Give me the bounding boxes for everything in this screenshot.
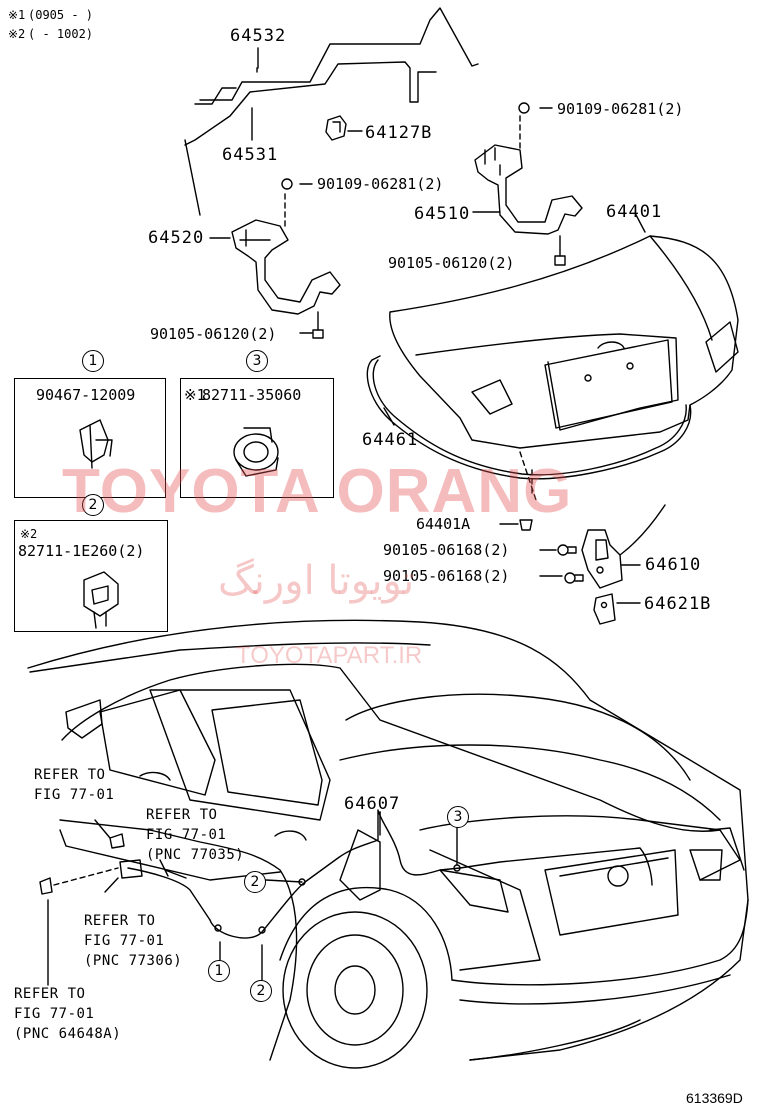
reference-3-line1: REFER TO <box>84 913 156 929</box>
note1-range: (0905 - ) <box>28 8 94 22</box>
harness-callout-3: 3 <box>447 806 469 828</box>
box3-mark: ※1 <box>184 386 206 404</box>
harness-callout-1: 1 <box>208 960 230 982</box>
reference-2-line3: (PNC 77035) <box>146 847 245 863</box>
note2-range: ( - 1002) <box>28 27 94 41</box>
reference-4-line2: FIG 77-01 <box>14 1006 95 1022</box>
box2-clamp-art <box>83 571 119 629</box>
label-90109-06281-upper: 90109-06281(2) <box>557 100 684 118</box>
box2-part-number: 82711-1E260(2) <box>18 542 145 560</box>
note2-mark: ※2 <box>8 27 26 41</box>
harness-callout-2b: 2 <box>250 980 272 1002</box>
box3-inset <box>180 378 334 498</box>
label-64401A: 64401A <box>416 515 471 533</box>
reference-1-line1: REFER TO <box>34 767 106 783</box>
watermark-brand: TOYOTA ORANG <box>62 457 573 526</box>
label-64520: 64520 <box>148 228 205 248</box>
box1-part-number: 90467-12009 <box>36 386 136 404</box>
reference-3: REFER TO FIG 77-01 (PNC 77306) <box>84 911 182 971</box>
box1-callout: 1 <box>82 350 104 372</box>
clip-64127B <box>325 115 363 141</box>
weatherstrip-64461 <box>366 355 692 480</box>
reference-4-line1: REFER TO <box>14 986 86 1002</box>
hinge-64510 <box>472 102 583 266</box>
label-64531: 64531 <box>222 145 279 165</box>
note1-mark: ※1 <box>8 8 26 22</box>
label-64607: 64607 <box>344 794 401 814</box>
reference-1-line2: FIG 77-01 <box>34 787 115 803</box>
trunk-lock-group <box>499 504 666 625</box>
label-64127B: 64127B <box>365 123 433 143</box>
label-64461: 64461 <box>362 430 419 450</box>
figure-id: 613369D <box>686 1090 743 1106</box>
box2-mark: ※2 <box>20 527 38 541</box>
label-64610: 64610 <box>645 555 702 575</box>
reference-4: REFER TO FIG 77-01 (PNC 64648A) <box>14 984 121 1044</box>
box3-callout: 3 <box>246 350 268 372</box>
torsion-bar-64531 <box>184 61 437 146</box>
box3-clamp-art <box>233 427 279 477</box>
label-64510: 64510 <box>414 204 471 224</box>
label-90109-06281-lower: 90109-06281(2) <box>317 175 444 193</box>
label-64401: 64401 <box>606 202 663 222</box>
hinge-64520 <box>209 178 341 339</box>
box1-clip-art <box>79 419 113 469</box>
label-90105-06120-lower: 90105-06120(2) <box>150 325 277 343</box>
box3-part-number: 82711-35060 <box>202 386 302 404</box>
box2-callout: 2 <box>82 494 104 516</box>
label-64532: 64532 <box>230 26 287 46</box>
torsion-bar-64532 <box>184 7 479 216</box>
reference-4-line3: (PNC 64648A) <box>14 1026 122 1042</box>
label-64621B: 64621B <box>644 594 712 614</box>
label-90105-06168-upper: 90105-06168(2) <box>383 541 510 559</box>
reference-2: REFER TO FIG 77-01 (PNC 77035) <box>146 805 244 865</box>
harness-callout-2a: 2 <box>244 871 266 893</box>
reference-3-line2: FIG 77-01 <box>84 933 165 949</box>
reference-1: REFER TO FIG 77-01 <box>34 765 114 805</box>
reference-2-line2: FIG 77-01 <box>146 827 227 843</box>
label-90105-06120-upper: 90105-06120(2) <box>388 254 515 272</box>
watermark-persian: تویوتا اورنگ <box>218 558 415 604</box>
reference-2-line1: REFER TO <box>146 807 218 823</box>
label-90105-06168-lower: 90105-06168(2) <box>383 567 510 585</box>
watermark-site: TOYOTAPART.IR <box>236 642 423 669</box>
reference-3-line3: (PNC 77306) <box>84 953 183 969</box>
wire-harness-64607 <box>39 809 653 986</box>
box2-inset <box>14 520 168 632</box>
car-body-outline <box>27 619 749 1069</box>
